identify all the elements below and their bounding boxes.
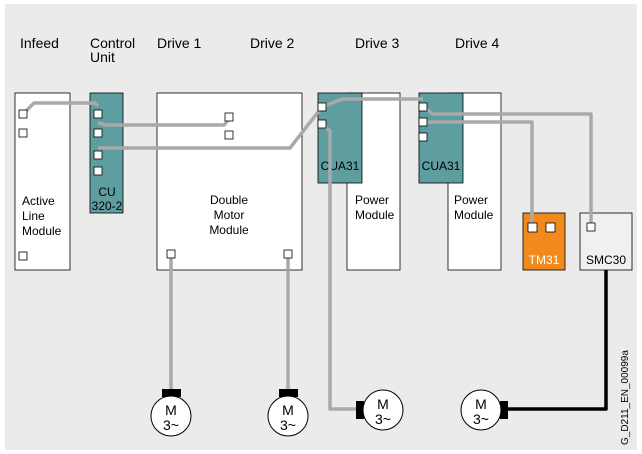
- motor-3-label-ac: 3~: [375, 411, 391, 427]
- motor-4-label-m: M: [475, 396, 487, 412]
- motor-2-connector: [279, 389, 298, 397]
- cua31-d3-socket-1: [317, 102, 327, 112]
- motor-2-label-ac: 3~: [280, 417, 296, 433]
- tm31-label: TM31: [529, 253, 560, 267]
- motor-2-label-m: M: [282, 402, 294, 418]
- motor-1: M 3~: [150, 389, 192, 437]
- cu-socket-1: [93, 109, 103, 119]
- smc30-label: SMC30: [586, 253, 626, 267]
- alm-socket-2: [18, 128, 28, 138]
- cable-smc30-to-motor-4: [508, 270, 608, 411]
- header-control-unit-line1: Control: [90, 35, 135, 51]
- motor-1-label-m: M: [165, 402, 177, 418]
- motor-3: M 3~: [356, 389, 404, 431]
- motor-3-encoder-connector: [356, 401, 364, 419]
- dmm-label-1: Double: [210, 193, 248, 207]
- pm-drive-4-label-1: Power: [454, 193, 488, 207]
- motor-1-label-ac: 3~: [163, 417, 179, 433]
- alm-label-2: Line: [22, 209, 45, 223]
- header-control-unit-line2: Unit: [90, 49, 115, 65]
- tm31-socket-1: [527, 222, 538, 233]
- dmm-socket-motor-1: [166, 249, 176, 259]
- connector-sockets: [18, 102, 596, 261]
- alm-label-3: Module: [22, 224, 62, 238]
- active-line-module: [14, 92, 71, 271]
- cua31-drive-4-label: CUA31: [422, 159, 461, 173]
- tm31-socket-2: [545, 222, 556, 233]
- cable-cu-to-cua31-drive-3: [98, 105, 324, 150]
- pm-drive-3-label-2: Module: [355, 208, 395, 222]
- motor-4-symbol: [460, 389, 502, 431]
- header-drive-3: Drive 3: [355, 35, 400, 51]
- motor-4-encoder-connector: [500, 401, 508, 419]
- cable-cua31-to-cua31: [321, 97, 423, 109]
- dmm-label-2: Motor: [214, 208, 245, 222]
- alm-label-1: Active: [22, 194, 55, 208]
- cu-socket-4: [93, 166, 103, 176]
- motor-3-label-m: M: [377, 396, 389, 412]
- cua31-drive-3-label: CUA31: [321, 159, 360, 173]
- dmm-socket-motor-2: [283, 249, 293, 259]
- smc30-module: [579, 212, 633, 271]
- motor-1-connector: [162, 389, 181, 397]
- pm-drive-4-label-2: Module: [454, 208, 494, 222]
- double-motor-module: [156, 92, 303, 271]
- motor-3-symbol: [362, 389, 404, 431]
- cua31-d4-socket-2: [418, 117, 428, 127]
- pm-drive-3-label-1: Power: [355, 193, 389, 207]
- alm-socket-1: [18, 109, 28, 119]
- motor-4-label-ac: 3~: [473, 411, 489, 427]
- header-drive-1: Drive 1: [157, 35, 202, 51]
- cu-socket-3: [93, 150, 103, 160]
- alm-socket-3: [18, 251, 28, 261]
- motor-1-symbol: [150, 395, 192, 437]
- smc30-socket: [586, 222, 596, 232]
- dmm-socket-1: [224, 112, 234, 122]
- cua31-d4-socket-1: [418, 102, 428, 112]
- cua31-d4-socket-3: [418, 132, 428, 142]
- figure-id: G_D211_EN_00099a: [620, 350, 631, 445]
- dmm-socket-2: [224, 130, 234, 140]
- cable-alm-to-cu: [21, 101, 100, 116]
- cable-cu-to-dmm: [97, 117, 231, 127]
- motor-4: M 3~: [460, 389, 508, 431]
- cu-label-1: CU: [98, 185, 115, 199]
- header-drive-4: Drive 4: [455, 35, 500, 51]
- header-infeed: Infeed: [20, 35, 59, 51]
- motor-2-symbol: [267, 395, 309, 437]
- cu-socket-2: [93, 128, 103, 138]
- cu-label-2: 320-2: [92, 199, 123, 213]
- motor-2: M 3~: [267, 389, 309, 437]
- header-drive-2: Drive 2: [250, 35, 295, 51]
- cua31-d3-socket-2: [317, 119, 327, 129]
- dmm-label-3: Module: [209, 223, 249, 237]
- cable-cua31-to-smc30: [421, 105, 593, 229]
- tm31-module: [522, 212, 566, 271]
